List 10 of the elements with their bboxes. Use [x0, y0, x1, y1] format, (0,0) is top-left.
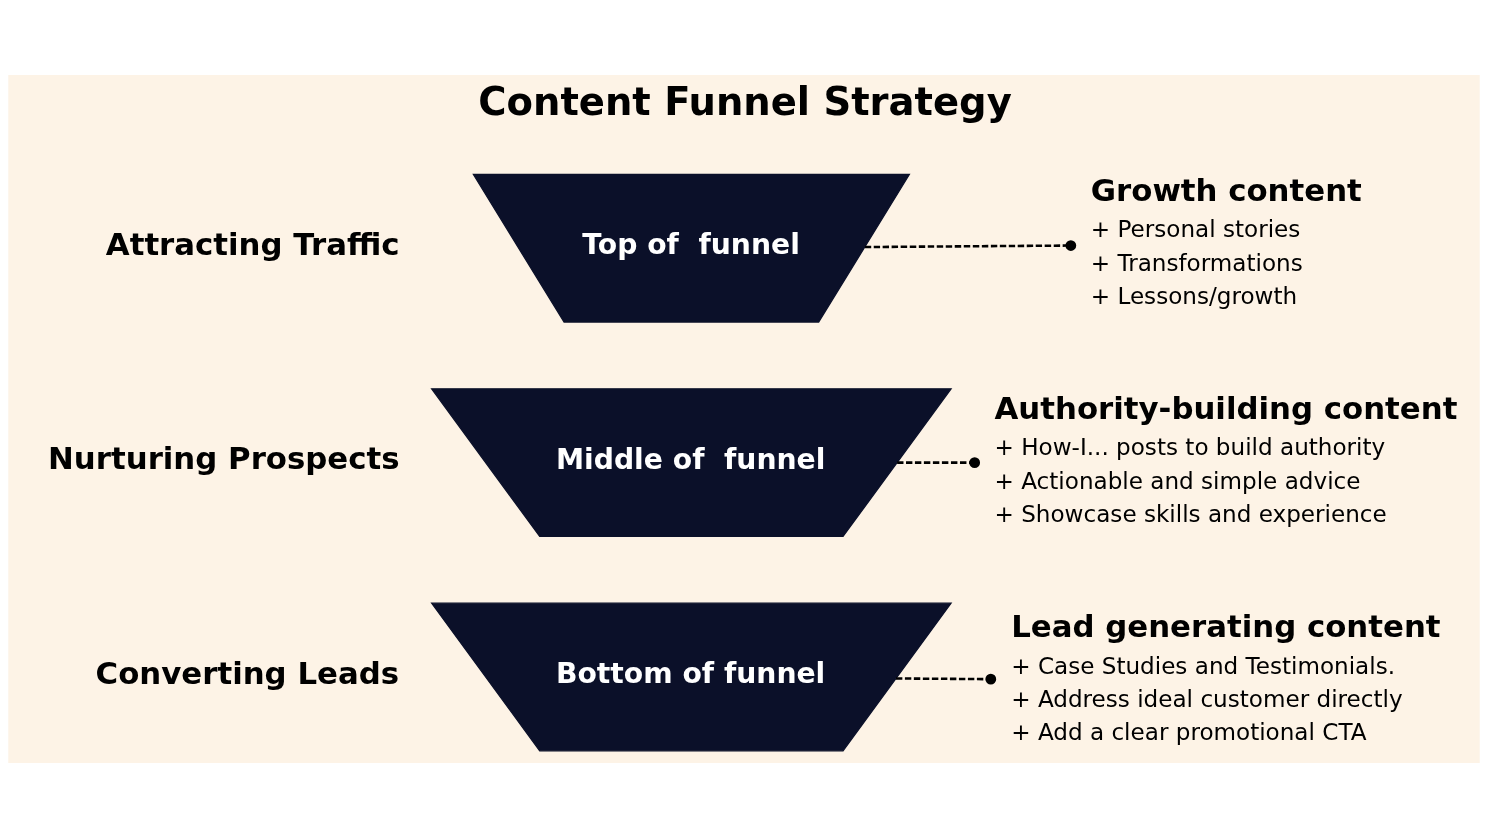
node-text: Lead generating content + Case Studies and Testimonials. + Address ideal customer directly + Add a clear promotional CTA [1011, 607, 1441, 745]
node-text: Growth content + Personal stories + Transformations + Lessons/growth [1090, 171, 1362, 309]
node-label: Nurturing Prospects [48, 439, 400, 476]
diagram-title: Content Funnel Strategy [478, 78, 1012, 124]
connector [864, 239, 1077, 251]
connector [897, 456, 981, 468]
node-label: Attracting Traffic [105, 225, 400, 262]
connector [896, 673, 997, 685]
node-text: Authority-building content + How-I... posts to build authority + Actionable and simple advice + Showcase skills and experience [994, 389, 1458, 527]
node-label: Converting Leads [95, 654, 400, 691]
